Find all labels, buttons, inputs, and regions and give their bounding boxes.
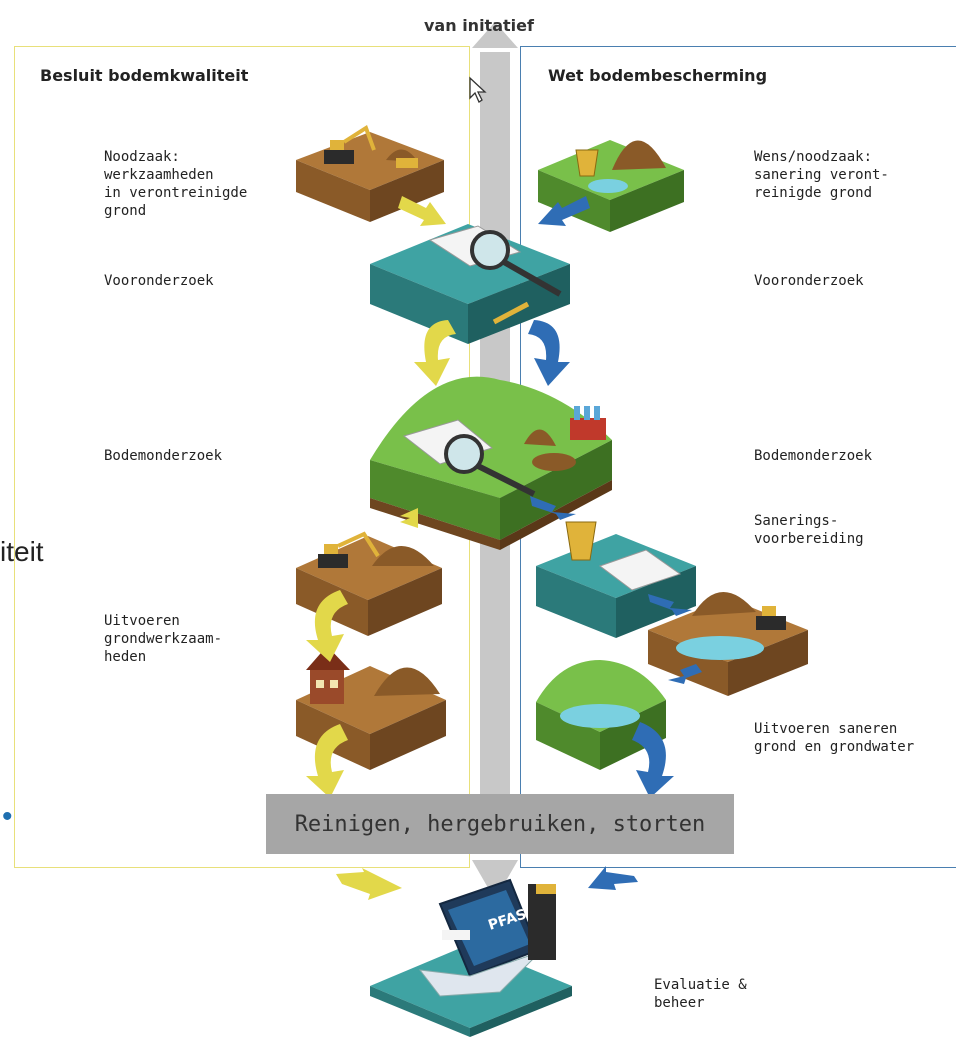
- left-step-vooronderzoek: Vooronderzoek: [104, 273, 214, 289]
- process-banner: Reinigen, hergebruiken, storten: [266, 794, 734, 854]
- left-panel-title: Besluit bodemkwaliteit: [40, 66, 249, 85]
- right-step-vooronderzoek: Vooronderzoek: [754, 273, 864, 289]
- left-step-bodemonderzoek: Bodemonderzoek: [104, 448, 223, 464]
- initiative-label: van initatief: [424, 16, 534, 35]
- final-step-evaluatie: Evaluatie & beheer: [654, 977, 747, 1011]
- soil-block-pit-right: [648, 591, 808, 696]
- soil-block-excavation-top: [296, 124, 444, 222]
- yellow-arrows: [306, 196, 456, 900]
- evaluation-platform: [370, 878, 572, 1037]
- blue-arrows: [528, 196, 702, 890]
- left-step-uitvoeren: Uitvoeren grondwerkzaam- heden: [104, 613, 223, 665]
- grass-block-pond-right: [536, 660, 666, 770]
- grass-block-bucket-top: [538, 140, 684, 232]
- cutoff-text: iteit: [0, 536, 44, 567]
- right-panel-title: Wet bodembescherming: [548, 66, 768, 85]
- cutoff-dot: •: [2, 800, 13, 833]
- left-step-noodzaak: Noodzaak: werkzaamheden in verontreinigd…: [104, 149, 248, 219]
- grass-platform-bodemonderzoek: [370, 376, 612, 550]
- cursor-icon: [469, 76, 487, 103]
- right-step-sanering: Sanerings- voorbereiding: [754, 513, 864, 547]
- right-step-wens: Wens/noodzaak: sanering veront- reinigde…: [754, 149, 889, 201]
- right-step-uitvoeren: Uitvoeren saneren grond en grondwater: [754, 721, 915, 755]
- right-step-bodemonderzoek: Bodemonderzoek: [754, 448, 873, 464]
